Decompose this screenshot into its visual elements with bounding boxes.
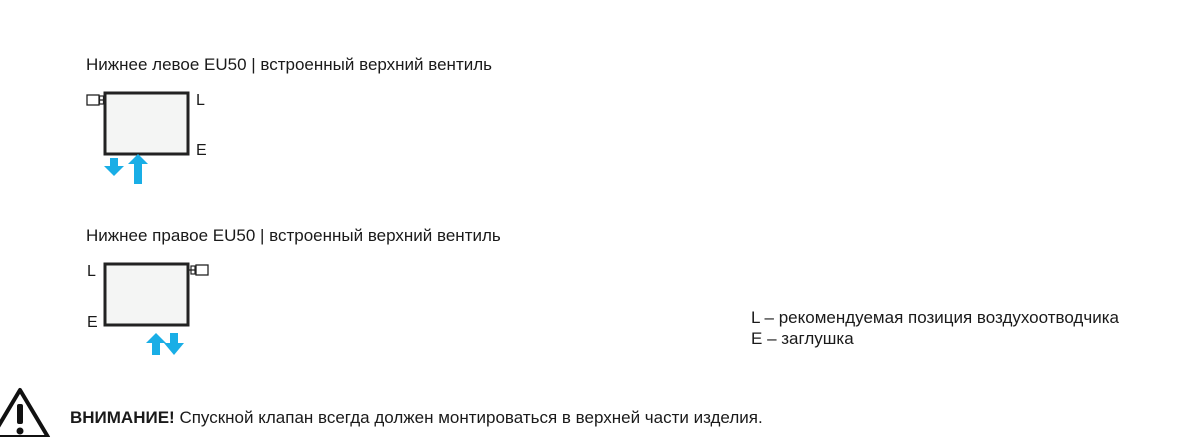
legend-e-key: E [751, 329, 763, 348]
radiator-bottom-right: L E [87, 262, 209, 355]
legend: L – рекомендуемая позиция воздухоотводчи… [751, 307, 1119, 349]
arrow-down-icon [164, 333, 184, 355]
legend-e-text: – заглушка [762, 329, 854, 348]
legend-e: E – заглушка [751, 328, 1119, 349]
label-top: L [196, 92, 205, 109]
label-bottom: E [87, 314, 98, 331]
label-top: L [87, 263, 96, 280]
warning-text: Спускной клапан всегда должен монтироват… [174, 408, 763, 427]
radiator-bottom-left: L E [86, 91, 207, 184]
arrow-down-icon [104, 158, 124, 176]
label-bottom: E [196, 142, 207, 159]
valve-icon [86, 94, 105, 106]
valve-icon [189, 264, 209, 276]
arrow-up-icon [146, 333, 166, 355]
variant-2-title: Нижнее правое EU50 | встроенный верхний … [86, 226, 501, 245]
legend-l-key: L [751, 308, 760, 327]
warning-message: ВНИМАНИЕ! Спускной клапан всегда должен … [70, 408, 763, 428]
arrow-up-icon [128, 154, 148, 184]
legend-l-text: – рекомендуемая позиция воздухоотводчика [759, 308, 1119, 327]
legend-l: L – рекомендуемая позиция воздухоотводчи… [751, 307, 1119, 328]
variant-1-title: Нижнее левое EU50 | встроенный верхний в… [86, 55, 493, 74]
warning-triangle-icon [0, 388, 50, 437]
warning-label: ВНИМАНИЕ! [70, 408, 175, 427]
